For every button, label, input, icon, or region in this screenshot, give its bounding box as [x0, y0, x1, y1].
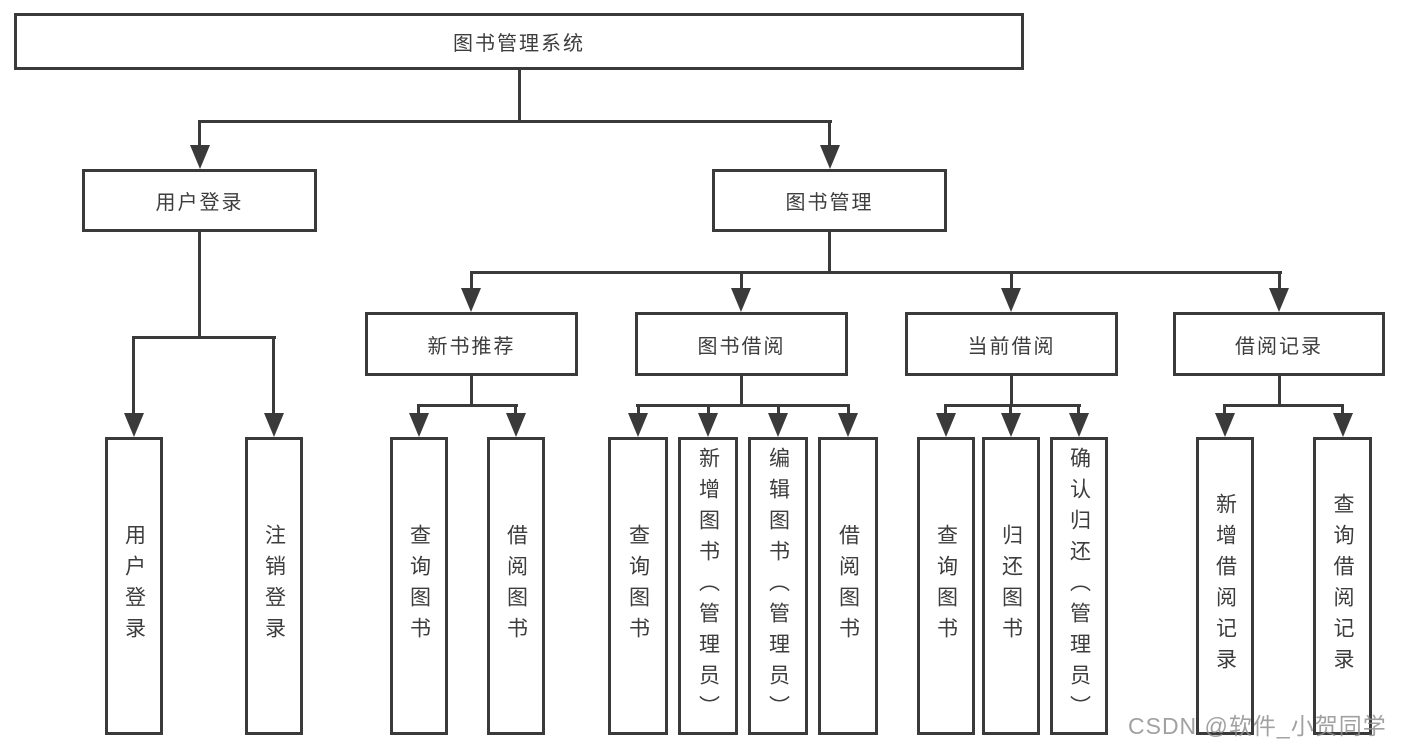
connector-line: [944, 407, 947, 417]
leaf-edit-book-admin-label: 编辑图书（管理员）: [766, 446, 790, 726]
arrow-down-icon: [1001, 413, 1021, 437]
leaf-return-books: 归还图书: [982, 437, 1040, 735]
connector-line: [1009, 407, 1012, 417]
connector-line: [637, 407, 640, 417]
connector-line: [636, 404, 850, 407]
connector-line: [1010, 376, 1013, 404]
arrow-down-icon: [1333, 413, 1353, 437]
leaf-user-login: 用户登录: [105, 437, 163, 735]
arrow-down-icon: [506, 413, 526, 437]
connector-line: [828, 232, 831, 271]
leaf-query-books-recommend-label: 查询图书: [407, 524, 431, 648]
connector-line: [272, 339, 275, 415]
connector-line: [1223, 404, 1344, 407]
connector-line: [1341, 407, 1344, 417]
connector-line: [740, 376, 743, 404]
leaf-query-books-current-label: 查询图书: [934, 524, 958, 648]
leaf-borrow-books-recommend: 借阅图书: [487, 437, 545, 735]
connector-line: [470, 271, 1282, 274]
node-user-login: 用户登录: [82, 169, 317, 232]
arrow-down-icon: [768, 413, 788, 437]
arrow-down-icon: [124, 413, 144, 437]
arrow-down-icon: [838, 413, 858, 437]
leaf-add-book-admin-label: 新增图书（管理员）: [696, 446, 720, 726]
connector-line: [1077, 407, 1080, 417]
connector-line: [198, 120, 832, 123]
connector-line: [470, 376, 473, 404]
leaf-borrow-books-label: 借阅图书: [836, 524, 860, 648]
leaf-add-book-admin: 新增图书（管理员）: [678, 437, 738, 735]
connector-line: [707, 407, 710, 417]
node-book-borrow-label: 图书借阅: [697, 335, 786, 358]
arrow-down-icon: [628, 413, 648, 437]
connector-line: [132, 336, 276, 339]
arrow-down-icon: [1269, 288, 1289, 312]
connector-line: [777, 407, 780, 417]
leaf-query-books-current: 查询图书: [917, 437, 975, 735]
connector-line: [1278, 376, 1281, 404]
node-new-book-recommend: 新书推荐: [365, 312, 578, 376]
leaf-logout-label: 注销登录: [262, 524, 286, 648]
connector-line: [1278, 274, 1281, 290]
leaf-query-books-recommend: 查询图书: [390, 437, 448, 735]
leaf-query-borrow-record-label: 查询借阅记录: [1331, 493, 1354, 679]
arrow-down-icon: [1069, 413, 1089, 437]
arrow-down-icon: [461, 288, 481, 312]
leaf-query-books-borrow: 查询图书: [608, 437, 668, 735]
arrow-down-icon: [731, 288, 751, 312]
node-current-borrow: 当前借阅: [905, 312, 1118, 376]
connector-line: [132, 339, 135, 415]
leaf-add-borrow-record-label: 新增借阅记录: [1213, 493, 1237, 679]
leaf-add-borrow-record: 新增借阅记录: [1196, 437, 1254, 735]
leaf-confirm-return-admin: 确认归还（管理员）: [1050, 437, 1108, 735]
leaf-logout: 注销登录: [245, 437, 303, 735]
leaf-confirm-return-admin-label: 确认归还（管理员）: [1067, 446, 1091, 726]
arrow-down-icon: [936, 413, 956, 437]
leaf-return-books-label: 归还图书: [999, 524, 1023, 648]
node-root: 图书管理系统: [14, 13, 1024, 70]
arrow-down-icon: [1001, 288, 1021, 312]
leaf-query-books-borrow-label: 查询图书: [626, 524, 650, 648]
connector-line: [198, 123, 201, 150]
arrow-down-icon: [190, 145, 210, 169]
arrow-down-icon: [820, 145, 840, 169]
arrow-down-icon: [1215, 413, 1235, 437]
node-root-label: 图书管理系统: [453, 33, 585, 55]
connector-line: [1010, 274, 1013, 290]
leaf-borrow-books: 借阅图书: [818, 437, 878, 735]
connector-line: [944, 404, 1081, 407]
connector-line: [828, 123, 831, 150]
node-new-book-recommend-label: 新书推荐: [427, 335, 516, 358]
node-borrow-records: 借阅记录: [1173, 312, 1385, 376]
connector-line: [417, 404, 518, 407]
node-borrow-records-label: 借阅记录: [1235, 335, 1323, 358]
connector-line: [1223, 407, 1226, 417]
leaf-edit-book-admin: 编辑图书（管理员）: [748, 437, 808, 735]
connector-line: [740, 274, 743, 290]
node-book-borrow: 图书借阅: [635, 312, 848, 376]
arrow-down-icon: [264, 413, 284, 437]
node-user-login-label: 用户登录: [155, 192, 244, 214]
connector-line: [470, 274, 473, 290]
csdn-watermark: CSDN @软件_小贺同学: [1128, 713, 1387, 739]
connector-line: [847, 407, 850, 417]
leaf-user-login-label: 用户登录: [122, 524, 146, 648]
node-book-management: 图书管理: [712, 169, 947, 232]
leaf-query-borrow-record: 查询借阅记录: [1313, 437, 1372, 735]
connector-line: [514, 407, 517, 417]
node-book-management-label: 图书管理: [785, 192, 874, 214]
connector-line: [518, 70, 521, 120]
node-current-borrow-label: 当前借阅: [967, 335, 1056, 358]
arrow-down-icon: [409, 413, 429, 437]
arrow-down-icon: [698, 413, 718, 437]
connector-line: [198, 232, 201, 339]
connector-line: [417, 407, 420, 417]
leaf-borrow-books-recommend-label: 借阅图书: [504, 524, 528, 648]
